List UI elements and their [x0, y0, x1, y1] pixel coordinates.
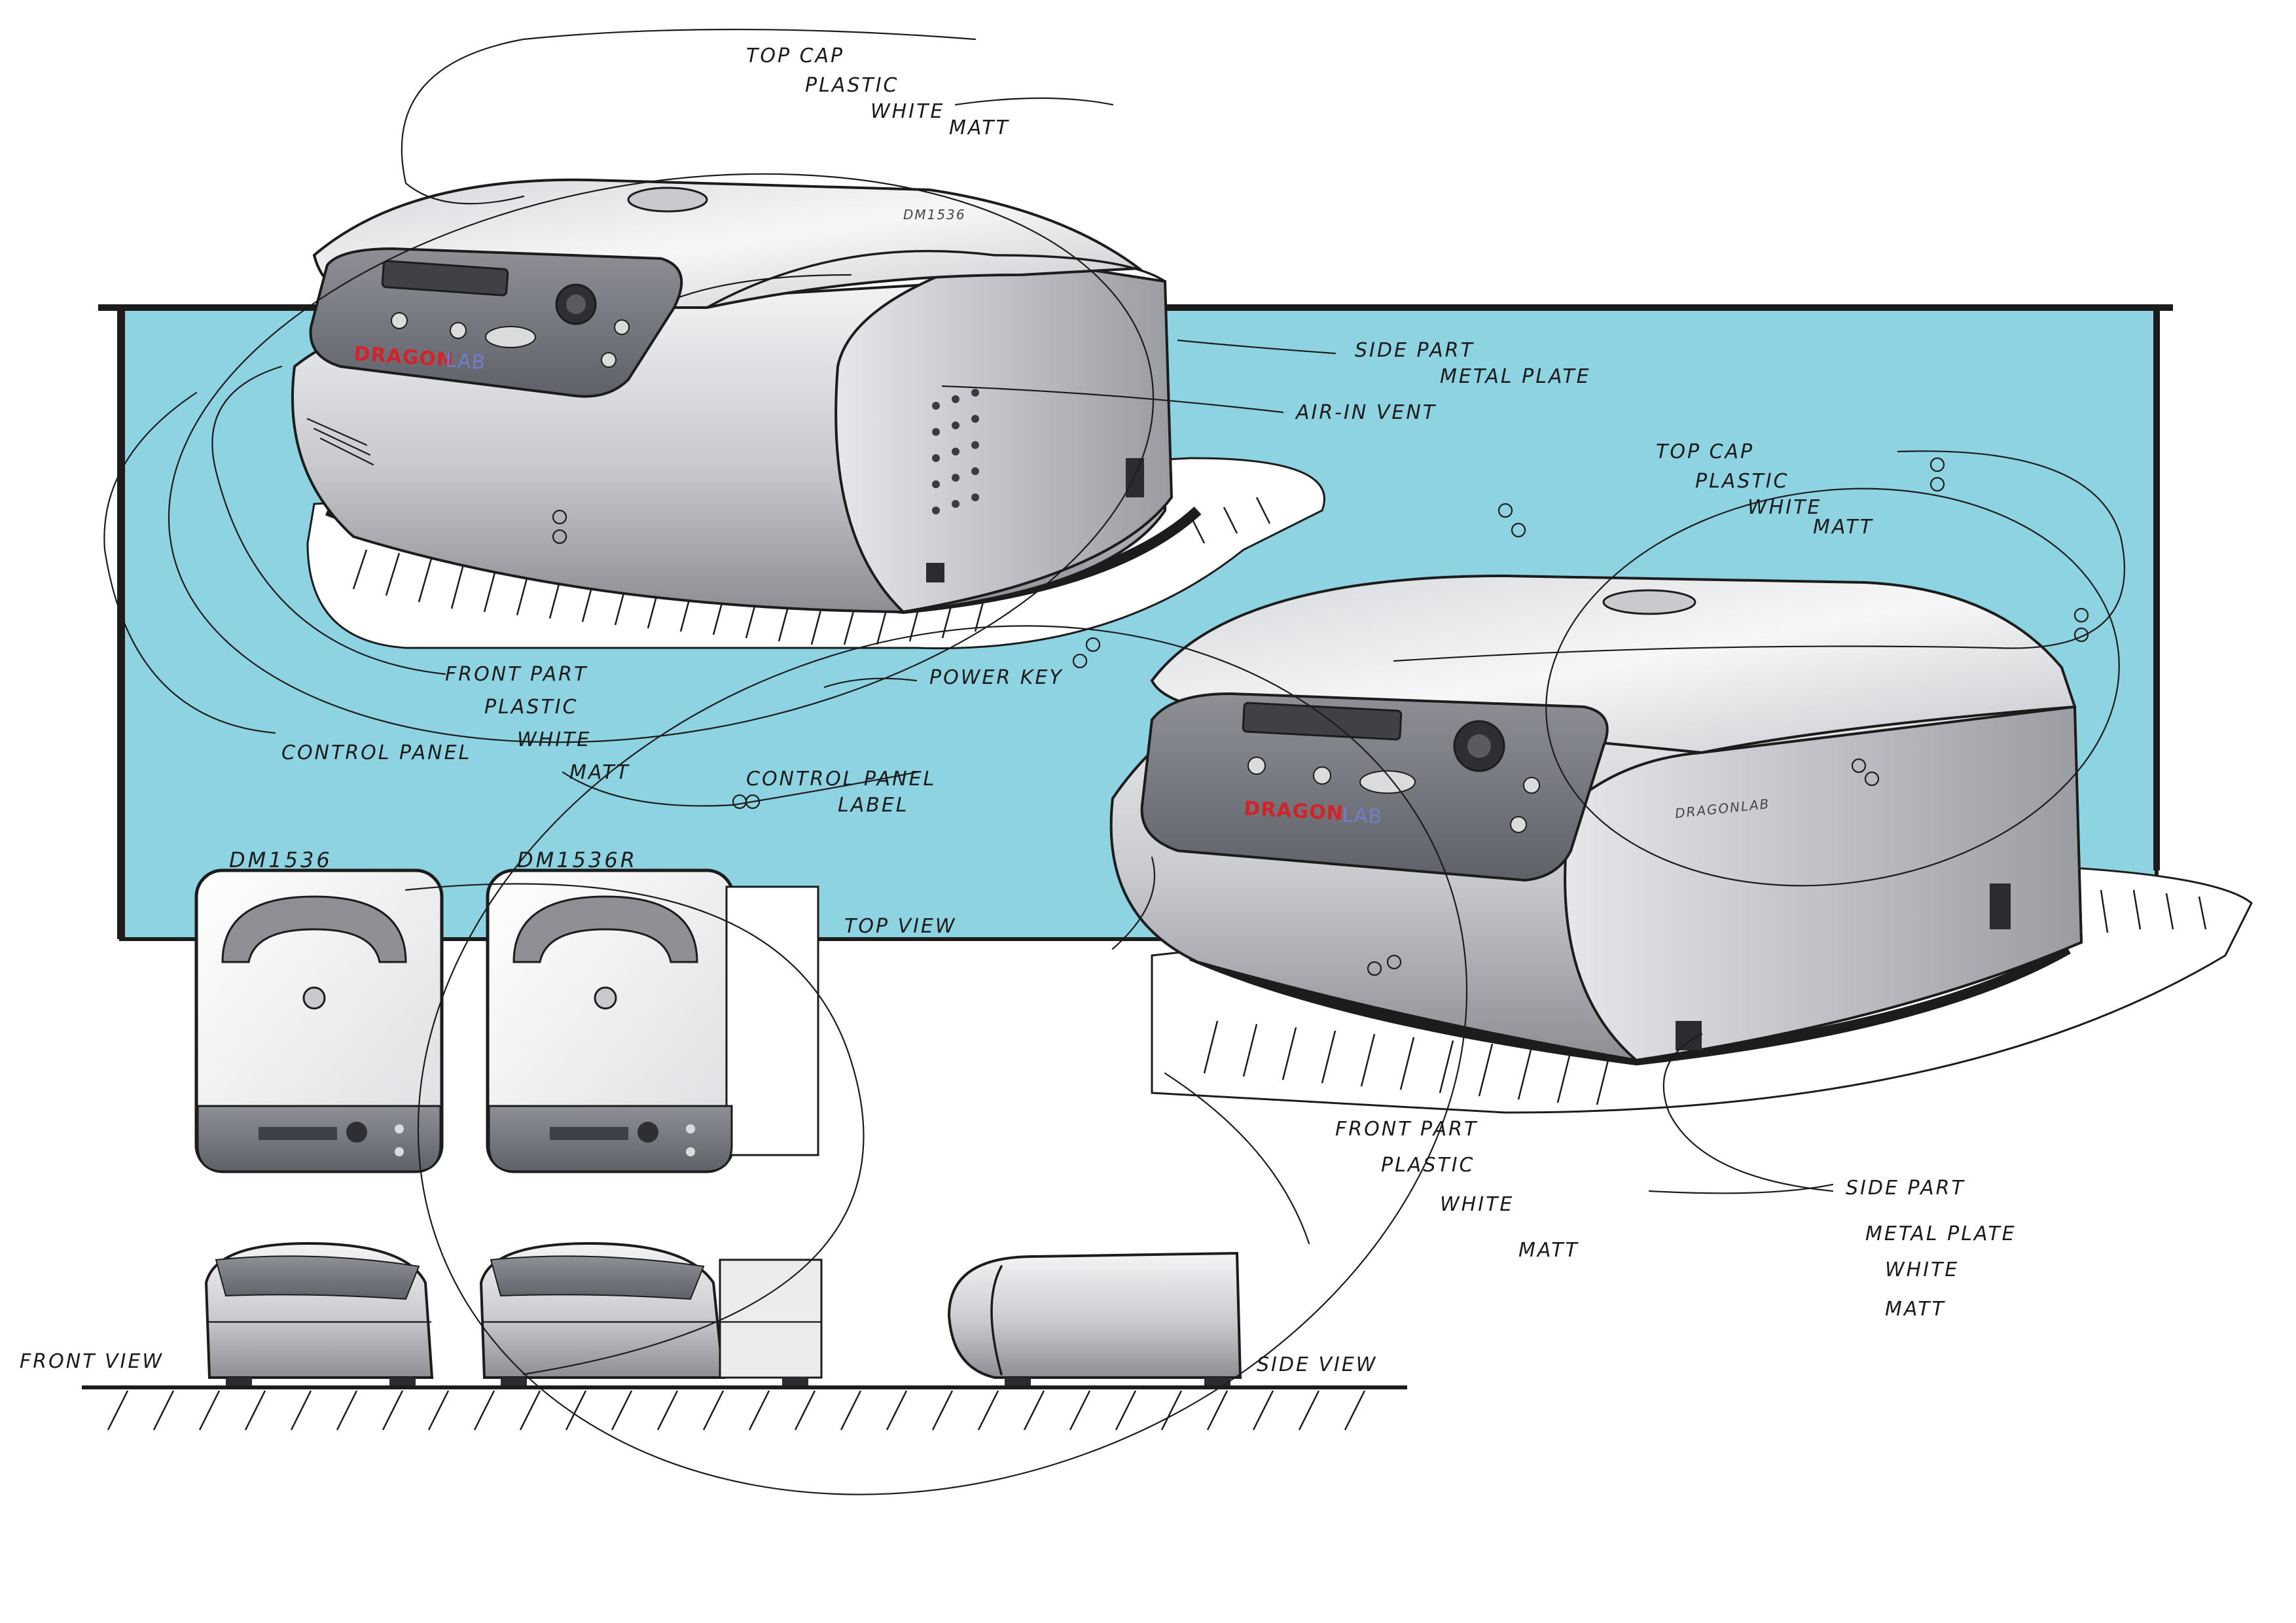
brand-logo-blue-1: LAB: [444, 349, 486, 374]
callout-front-part-1: FRONT PART PLASTIC WHITE MATT: [445, 663, 630, 784]
model-label-dm1536r: DM1536R: [517, 847, 637, 872]
svg-text:METAL PLATE: METAL PLATE: [1865, 1222, 2017, 1245]
brand-logo-blue-2: LAB: [1342, 804, 1383, 829]
callout-side-part-1: SIDE PART METAL PLATE: [1355, 339, 1591, 388]
front-view-label: FRONT VIEW: [20, 1350, 164, 1373]
side-view: [947, 1251, 1242, 1385]
svg-text:MATT: MATT: [949, 116, 1010, 139]
callout-top-cap-1: TOP CAP PLASTIC WHITE MATT: [746, 45, 1010, 139]
air-vent-dots-1: [932, 389, 979, 514]
leader-lines: [103, 28, 2126, 1495]
ground-hatching: [107, 1390, 1366, 1431]
svg-text:METAL PLATE: METAL PLATE: [1440, 365, 1591, 388]
side-connector-2: [1990, 883, 2011, 929]
side-connector-1: [1126, 458, 1144, 497]
svg-text:MATT: MATT: [569, 761, 630, 784]
centrifuge-perspective-2: DRAGON LAB DRAGONLAB: [1109, 574, 2253, 1114]
svg-text:CONTROL PANEL: CONTROL PANEL: [746, 768, 936, 791]
top-view-dm1536: [194, 868, 444, 1173]
power-switch-1: [926, 563, 944, 582]
callout-control-panel-label: CONTROL PANEL LABEL: [746, 768, 936, 817]
svg-text:PLASTIC: PLASTIC: [484, 696, 579, 719]
svg-text:MATT: MATT: [1813, 516, 1874, 539]
front-view-dm1536: [204, 1241, 434, 1385]
callout-air-in-vent: AIR-IN VENT: [1295, 401, 1437, 424]
svg-text:PLASTIC: PLASTIC: [805, 74, 899, 97]
svg-text:TOP CAP: TOP CAP: [1656, 440, 1754, 463]
svg-text:PLASTIC: PLASTIC: [1381, 1154, 1475, 1177]
svg-text:WHITE: WHITE: [870, 100, 944, 123]
centrifuge-perspective-1: DRAGON LAB DM1536: [291, 178, 1325, 650]
svg-text:WHITE: WHITE: [1885, 1258, 1959, 1281]
svg-text:WHITE: WHITE: [1440, 1193, 1514, 1216]
svg-text:MATT: MATT: [1518, 1239, 1579, 1262]
top-view-label: TOP VIEW: [844, 915, 957, 938]
callout-top-cap-2: TOP CAP PLASTIC WHITE MATT: [1656, 440, 1874, 539]
svg-text:SIDE PART: SIDE PART: [1846, 1177, 1965, 1200]
svg-text:TOP CAP: TOP CAP: [746, 45, 844, 67]
svg-text:WHITE: WHITE: [1748, 496, 1821, 519]
svg-text:FRONT PART: FRONT PART: [445, 663, 588, 686]
callout-side-part-2: SIDE PART METAL PLATE WHITE MATT: [1846, 1177, 2017, 1321]
front-view-dm1536r: [479, 1241, 823, 1385]
callout-front-part-2: FRONT PART PLASTIC WHITE MATT: [1335, 1118, 1579, 1262]
svg-text:DM1536: DM1536: [903, 207, 966, 223]
model-label-dm1536: DM1536: [229, 847, 332, 872]
brand-logo-red-2: DRAGON: [1244, 797, 1344, 825]
svg-text:PLASTIC: PLASTIC: [1695, 470, 1789, 493]
svg-text:FRONT PART: FRONT PART: [1335, 1118, 1478, 1141]
svg-text:WHITE: WHITE: [517, 728, 591, 751]
svg-text:SIDE PART: SIDE PART: [1355, 339, 1475, 362]
callout-control-panel: CONTROL PANEL: [281, 741, 471, 764]
svg-text:MATT: MATT: [1885, 1298, 1946, 1321]
top-view-dm1536r: [486, 868, 819, 1173]
svg-text:LABEL: LABEL: [838, 794, 909, 817]
side-view-label: SIDE VIEW: [1257, 1353, 1377, 1376]
callout-power-key: POWER KEY: [929, 666, 1064, 689]
